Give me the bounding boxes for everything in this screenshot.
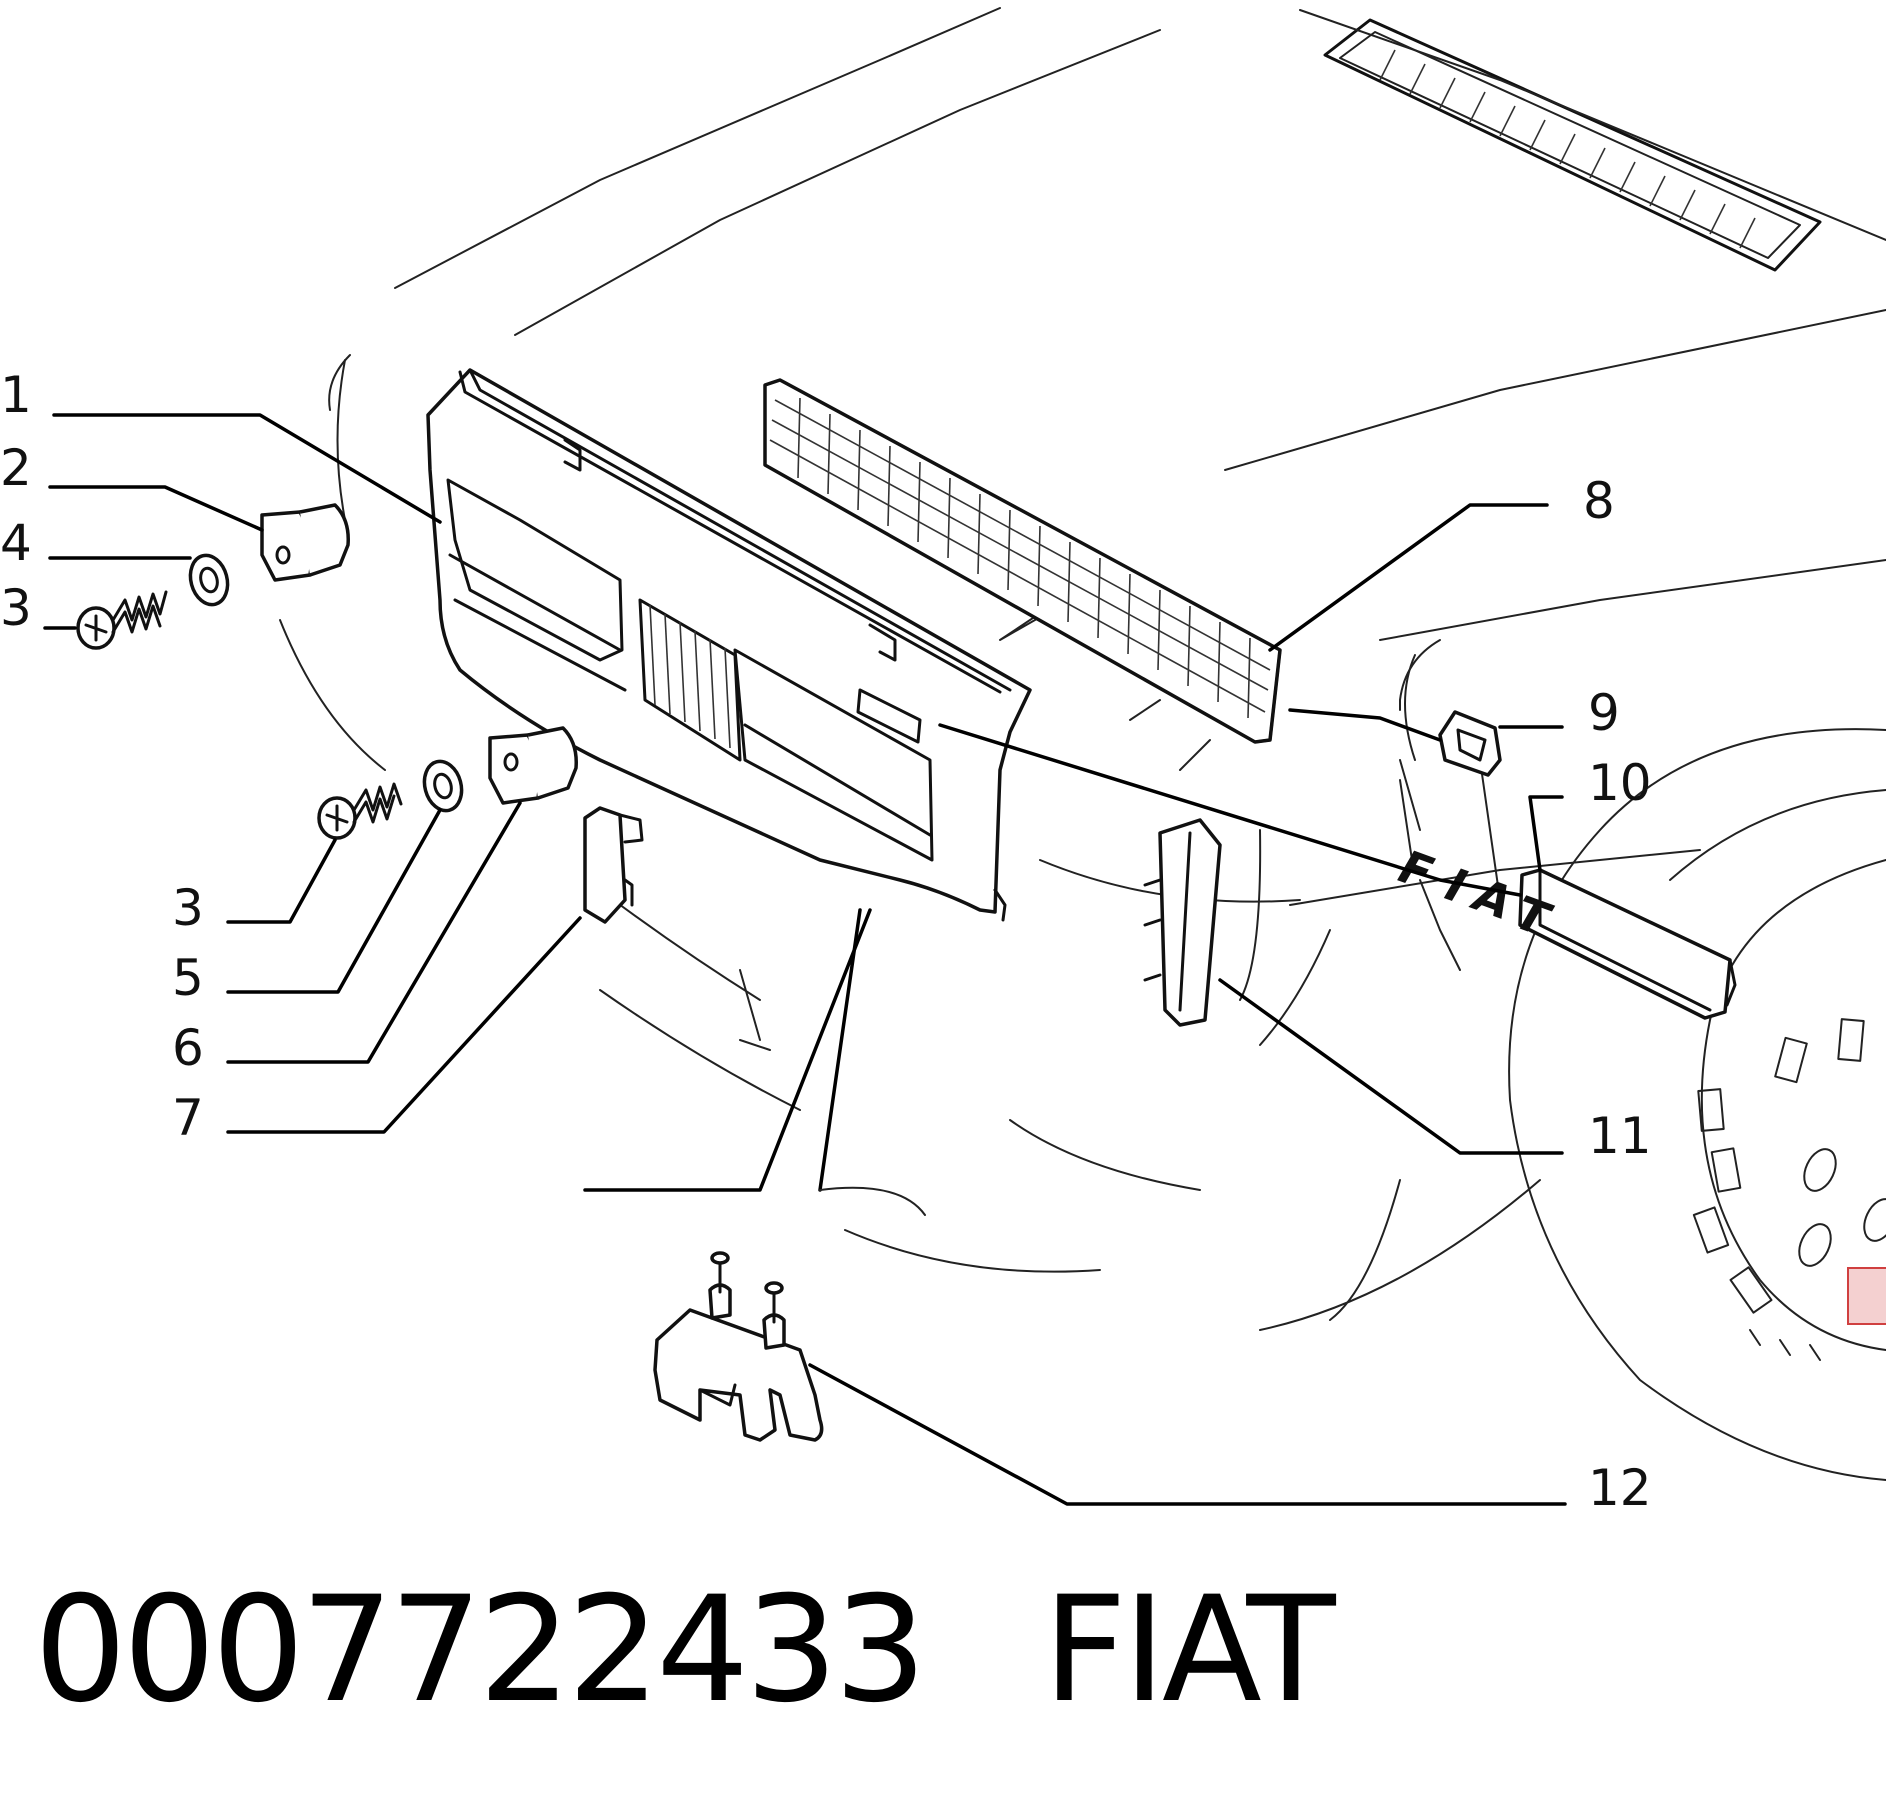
part-number: 0007722433	[34, 1565, 927, 1735]
callout-2: 2	[0, 439, 32, 497]
callout-4: 4	[0, 514, 32, 572]
brand-name: FIAT	[1042, 1565, 1336, 1735]
callout-9: 9	[1588, 684, 1620, 742]
callout-7: 7	[172, 1089, 204, 1147]
callout-1: 1	[0, 366, 32, 424]
mounting-bracket	[653, 1251, 824, 1442]
callout-10: 10	[1588, 754, 1652, 812]
callout-8: 8	[1583, 472, 1615, 530]
side-bracket-left	[583, 806, 644, 924]
retaining-clip-lower	[488, 726, 578, 805]
wheel-slots	[1692, 1018, 1865, 1314]
callout-5: 5	[172, 949, 204, 1007]
small-clip	[1438, 710, 1502, 777]
screw-upper	[76, 590, 168, 650]
callout-6: 6	[172, 1019, 204, 1077]
part-caption: 0007722433 FIAT	[34, 1565, 1336, 1735]
front-wheel	[1508, 728, 1886, 1481]
callout-12: 12	[1588, 1459, 1652, 1517]
leader-lines	[43, 413, 1567, 1506]
callout-11: 11	[1588, 1107, 1652, 1165]
screw-lower	[317, 782, 403, 840]
hood-vent	[1299, 9, 1886, 272]
callout-3-lower: 3	[172, 879, 204, 937]
washer-upper	[188, 553, 230, 607]
front-grille	[426, 368, 1032, 922]
callout-labels: 1 2 4 3 3 5 6 7 8 9 10 11 12	[0, 366, 1652, 1517]
callout-3-upper: 3	[0, 579, 32, 637]
side-bracket-right	[1143, 818, 1222, 1027]
retaining-clip-upper	[260, 503, 350, 582]
badge-letter-f: F	[1388, 841, 1445, 899]
grille-mesh-panel	[763, 378, 1282, 744]
washer-lower	[422, 759, 464, 813]
